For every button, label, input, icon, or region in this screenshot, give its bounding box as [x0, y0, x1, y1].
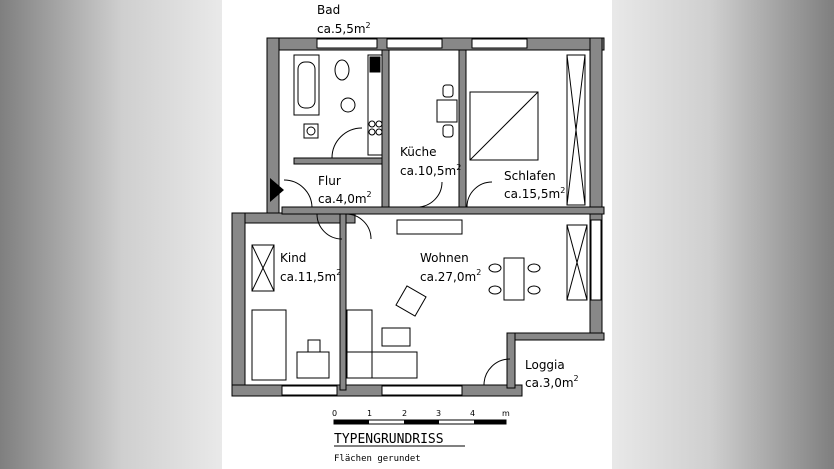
bed-diagonal [469, 91, 539, 161]
room-area-kind: ca.11,5m2 [280, 268, 341, 284]
dining-table [503, 257, 525, 301]
room-area-bad: ca.5,5m2 [317, 21, 371, 36]
scale-tick-1: 1 [367, 409, 372, 418]
wall-left [231, 212, 246, 396]
wall-kueche-schlafen [458, 49, 467, 214]
dining-chair-1 [488, 263, 502, 273]
door-schlafen [466, 181, 493, 208]
washing-machine [303, 123, 319, 139]
living-shelf-cross-2 [566, 224, 588, 301]
door-bad [331, 127, 363, 159]
room-area-flur: ca.4,0m2 [318, 190, 372, 206]
plan-subtitle: Flächen gerundet [334, 454, 421, 464]
scale-seg-1 [334, 420, 369, 424]
double-bed [469, 91, 539, 161]
stove-burner-3 [368, 128, 376, 136]
armchair [395, 285, 427, 317]
wall-bad-bottom [293, 157, 390, 165]
wall-central [281, 206, 605, 215]
room-name-kueche: Küche [400, 145, 436, 159]
child-bed [251, 309, 287, 381]
window-kind [281, 385, 338, 396]
room-name-schlafen: Schlafen [504, 169, 556, 183]
wall-bad-kueche [381, 49, 390, 214]
scale-seg-3 [404, 420, 439, 424]
scale-bar: 0 1 2 3 4 m [332, 409, 510, 425]
wardrobe-bedroom [566, 54, 586, 206]
floor-plan-drawing: Bad ca.5,5m2 Küche ca.10,5m2 Schlafen ca… [231, 3, 605, 464]
washing-machine-drum [306, 126, 316, 136]
kitchen-table [436, 99, 458, 123]
coffee-table [381, 327, 411, 347]
stove-burner-1 [368, 120, 376, 128]
blurred-background-right [610, 0, 834, 469]
door-flur [283, 179, 313, 208]
sofa-bottom [346, 351, 418, 379]
kitchen-counter [367, 54, 383, 156]
door-kueche [416, 181, 443, 208]
sideboard [396, 219, 463, 235]
toilet [334, 59, 350, 81]
wardrobe-cross-2 [566, 54, 586, 206]
room-name-kind: Kind [280, 251, 306, 265]
sofa-side [346, 309, 373, 379]
scale-tick-unit: m [502, 409, 510, 418]
dining-chair-3 [527, 263, 541, 273]
stove-burner-2 [375, 120, 383, 128]
room-name-loggia: Loggia [525, 358, 565, 372]
room-name-bad: Bad [317, 3, 340, 17]
room-area-kueche: ca.10,5m2 [400, 163, 461, 178]
bathtub [293, 54, 320, 116]
stove-burner-4 [375, 128, 383, 136]
window-schlafen [471, 38, 528, 49]
wall-bottom [231, 384, 523, 397]
room-name-flur: Flur [318, 174, 341, 188]
room-area-schlafen: ca.15,5m2 [504, 186, 565, 201]
room-area-wohnen: ca.27,0m2 [420, 268, 481, 284]
room-area-loggia: ca.3,0m2 [525, 374, 579, 390]
child-desk [296, 351, 330, 379]
window-east [590, 219, 602, 301]
bathtub-basin [297, 61, 316, 109]
wardrobe-kind [251, 244, 275, 292]
scale-tick-4: 4 [470, 409, 475, 418]
door-kind [316, 213, 343, 240]
window-kueche [386, 38, 443, 49]
door-wohnen [345, 213, 372, 240]
wall-loggia-left [506, 332, 516, 389]
entrance-arrow-icon [270, 178, 284, 202]
floor-plan-sheet: Bad ca.5,5m2 Küche ca.10,5m2 Schlafen ca… [222, 0, 612, 469]
scale-seg-5 [474, 420, 506, 424]
door-loggia [483, 358, 511, 386]
plan-title: TYPENGRUNDRISS [334, 432, 444, 447]
child-chair [307, 339, 321, 353]
wall-kind-wohnen [339, 213, 347, 391]
dining-chair-2 [488, 285, 502, 295]
scale-tick-3: 3 [436, 409, 441, 418]
kitchen-chair-top [442, 84, 454, 98]
window-wohnen [381, 385, 463, 396]
window-bad [316, 38, 378, 49]
kitchen-fridge [369, 56, 381, 73]
bathroom-sink [340, 97, 356, 113]
living-shelf [566, 224, 588, 301]
scale-tick-2: 2 [402, 409, 407, 418]
scale-tick-0: 0 [332, 409, 337, 418]
blurred-background-left [0, 0, 222, 469]
dining-chair-4 [527, 285, 541, 295]
wardrobe-kind-cross-2 [251, 244, 275, 292]
room-name-wohnen: Wohnen [420, 251, 469, 265]
kitchen-chair-bottom [442, 124, 454, 138]
wall-loggia-top [506, 332, 605, 341]
